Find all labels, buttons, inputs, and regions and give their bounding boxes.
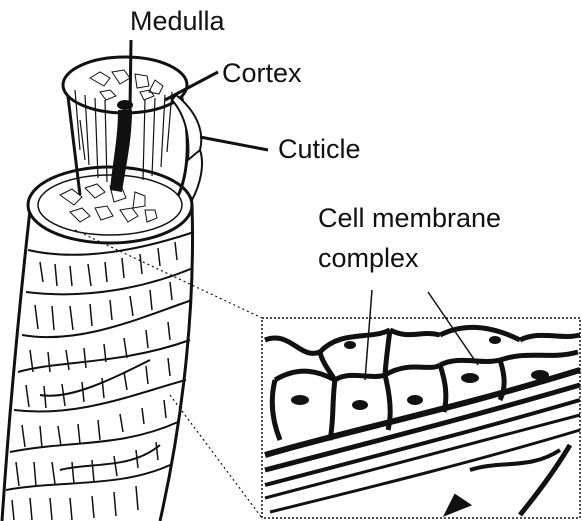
cuticle-label: Cuticle xyxy=(278,134,361,164)
cortex-label: Cortex xyxy=(222,58,302,88)
cuticle-leader-line xyxy=(200,137,268,150)
medulla-label: Medulla xyxy=(130,6,225,36)
magnified-inset xyxy=(262,318,580,518)
hair-shaft xyxy=(2,205,194,521)
medulla-leader-line xyxy=(130,40,131,110)
cell-membrane-label-line1: Cell membrane xyxy=(318,203,501,233)
lower-cross-section xyxy=(28,167,192,243)
cell-membrane-label-line2: complex xyxy=(318,243,419,273)
